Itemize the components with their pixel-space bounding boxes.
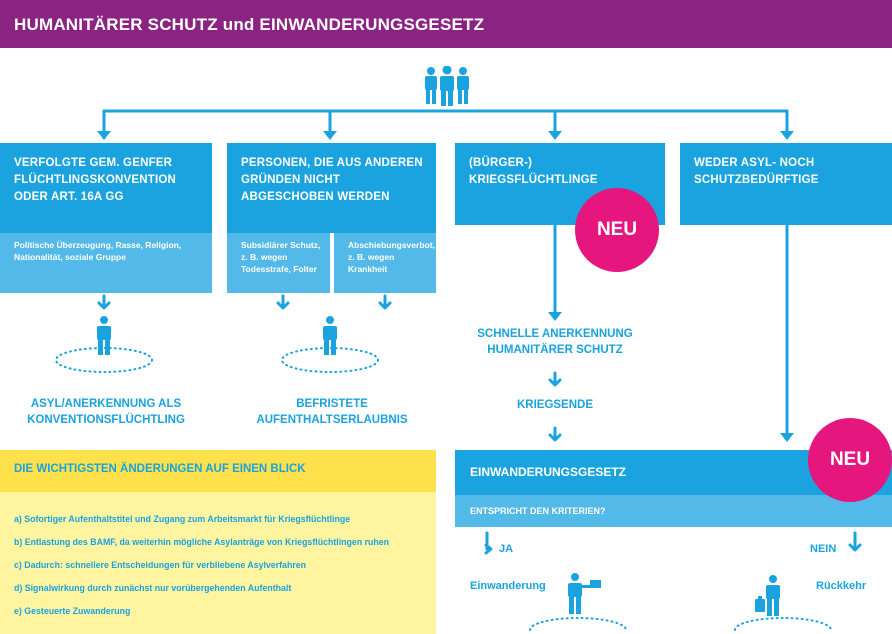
box-verfolgte-sub: Politische Überzeugung, Rasse, Religion,… bbox=[0, 233, 212, 293]
box-weder-asyl-title: WEDER ASYL- NOCH SCHUTZBEDÜRFTIGE bbox=[694, 157, 819, 186]
changes-body bbox=[0, 492, 436, 634]
box-weder-asyl: WEDER ASYL- NOCH SCHUTZBEDÜRFTIGE bbox=[680, 143, 892, 225]
person-icon bbox=[323, 316, 337, 355]
outcome-kriegsende: KRIEGSENDE bbox=[516, 399, 594, 411]
arrow-down-icon bbox=[97, 131, 111, 140]
neu-badge: NEU bbox=[575, 188, 659, 272]
person-with-suitcase-icon bbox=[755, 575, 780, 616]
change-item: d) Signalwirkung durch zunächst nur vorü… bbox=[14, 583, 292, 593]
page-title: HUMANITÄRER SCHUTZ und EINWANDERUNGSGESE… bbox=[14, 15, 485, 34]
outcome-schnell: SCHNELLE ANERKENNUNG HUMANITÄRER SCHUTZ bbox=[477, 328, 633, 356]
outcome-asyl: ASYL/ANERKENNUNG ALS KONVENTIONSFLÜCHTLI… bbox=[27, 398, 185, 426]
arrow-down-icon bbox=[548, 312, 562, 321]
box-kriegsfluechtlinge-title: (BÜRGER-) KRIEGSFLÜCHTLINGE bbox=[469, 157, 598, 186]
box-personen-title: PERSONEN, DIE AUS ANDEREN GRÜNDEN NICHT … bbox=[241, 157, 423, 203]
einwanderungsgesetz-question-bar bbox=[455, 495, 892, 527]
answer-no: NEIN bbox=[810, 543, 837, 555]
arrow-down-icon bbox=[780, 433, 794, 442]
arrow-down-icon bbox=[780, 131, 794, 140]
person-icon bbox=[97, 316, 111, 355]
neu-badge-label: NEU bbox=[829, 449, 871, 470]
box-verfolgte-title: VERFOLGTE GEM. GENFER FLÜCHTLINGSKONVENT… bbox=[14, 157, 176, 203]
changes-header bbox=[0, 450, 436, 492]
result-rueckkehr: Rückkehr bbox=[816, 580, 867, 592]
changes-heading: DIE WICHTIGSTEN ÄNDERUNGEN AUF EINEN BLI… bbox=[14, 463, 306, 475]
change-item: c) Dadurch: schnellere Entscheidungen fü… bbox=[14, 560, 307, 570]
outcome-befristet: BEFRISTETE AUFENTHALTSERLAUBNIS bbox=[256, 398, 408, 426]
neu-badge-label: NEU bbox=[596, 219, 638, 240]
person-with-sign-icon bbox=[568, 573, 601, 614]
result-einwanderung: Einwanderung bbox=[470, 580, 546, 592]
box-personen: PERSONEN, DIE AUS ANDEREN GRÜNDEN NICHT … bbox=[227, 143, 436, 233]
arrow-down-icon bbox=[548, 131, 562, 140]
box-personen-sub-left: Subsidiärer Schutz, z. B. wegen Todesstr… bbox=[227, 233, 330, 293]
einwanderungsgesetz-title: EINWANDERUNGSGESETZ bbox=[470, 465, 627, 479]
box-personen-sub-right: Abschiebungsverbot, z. B. wegen Krankhei… bbox=[334, 233, 436, 293]
answer-yes: JA bbox=[499, 543, 514, 555]
change-item: e) Gesteuerte Zuwanderung bbox=[14, 606, 131, 616]
box-verfolgte: VERFOLGTE GEM. GENFER FLÜCHTLINGSKONVENT… bbox=[0, 143, 212, 233]
people-group-icon bbox=[425, 66, 469, 106]
change-item: b) Entlastung des BAMF, da weiterhin mög… bbox=[14, 537, 390, 547]
header-bar bbox=[0, 0, 892, 48]
einwanderungsgesetz-question: ENTSPRICHT DEN KRITERIEN? bbox=[470, 506, 606, 516]
change-item: a) Sofortiger Aufenthaltstitel und Zugan… bbox=[14, 514, 351, 524]
neu-badge: NEU bbox=[808, 418, 892, 502]
arrow-down-icon bbox=[323, 131, 337, 140]
